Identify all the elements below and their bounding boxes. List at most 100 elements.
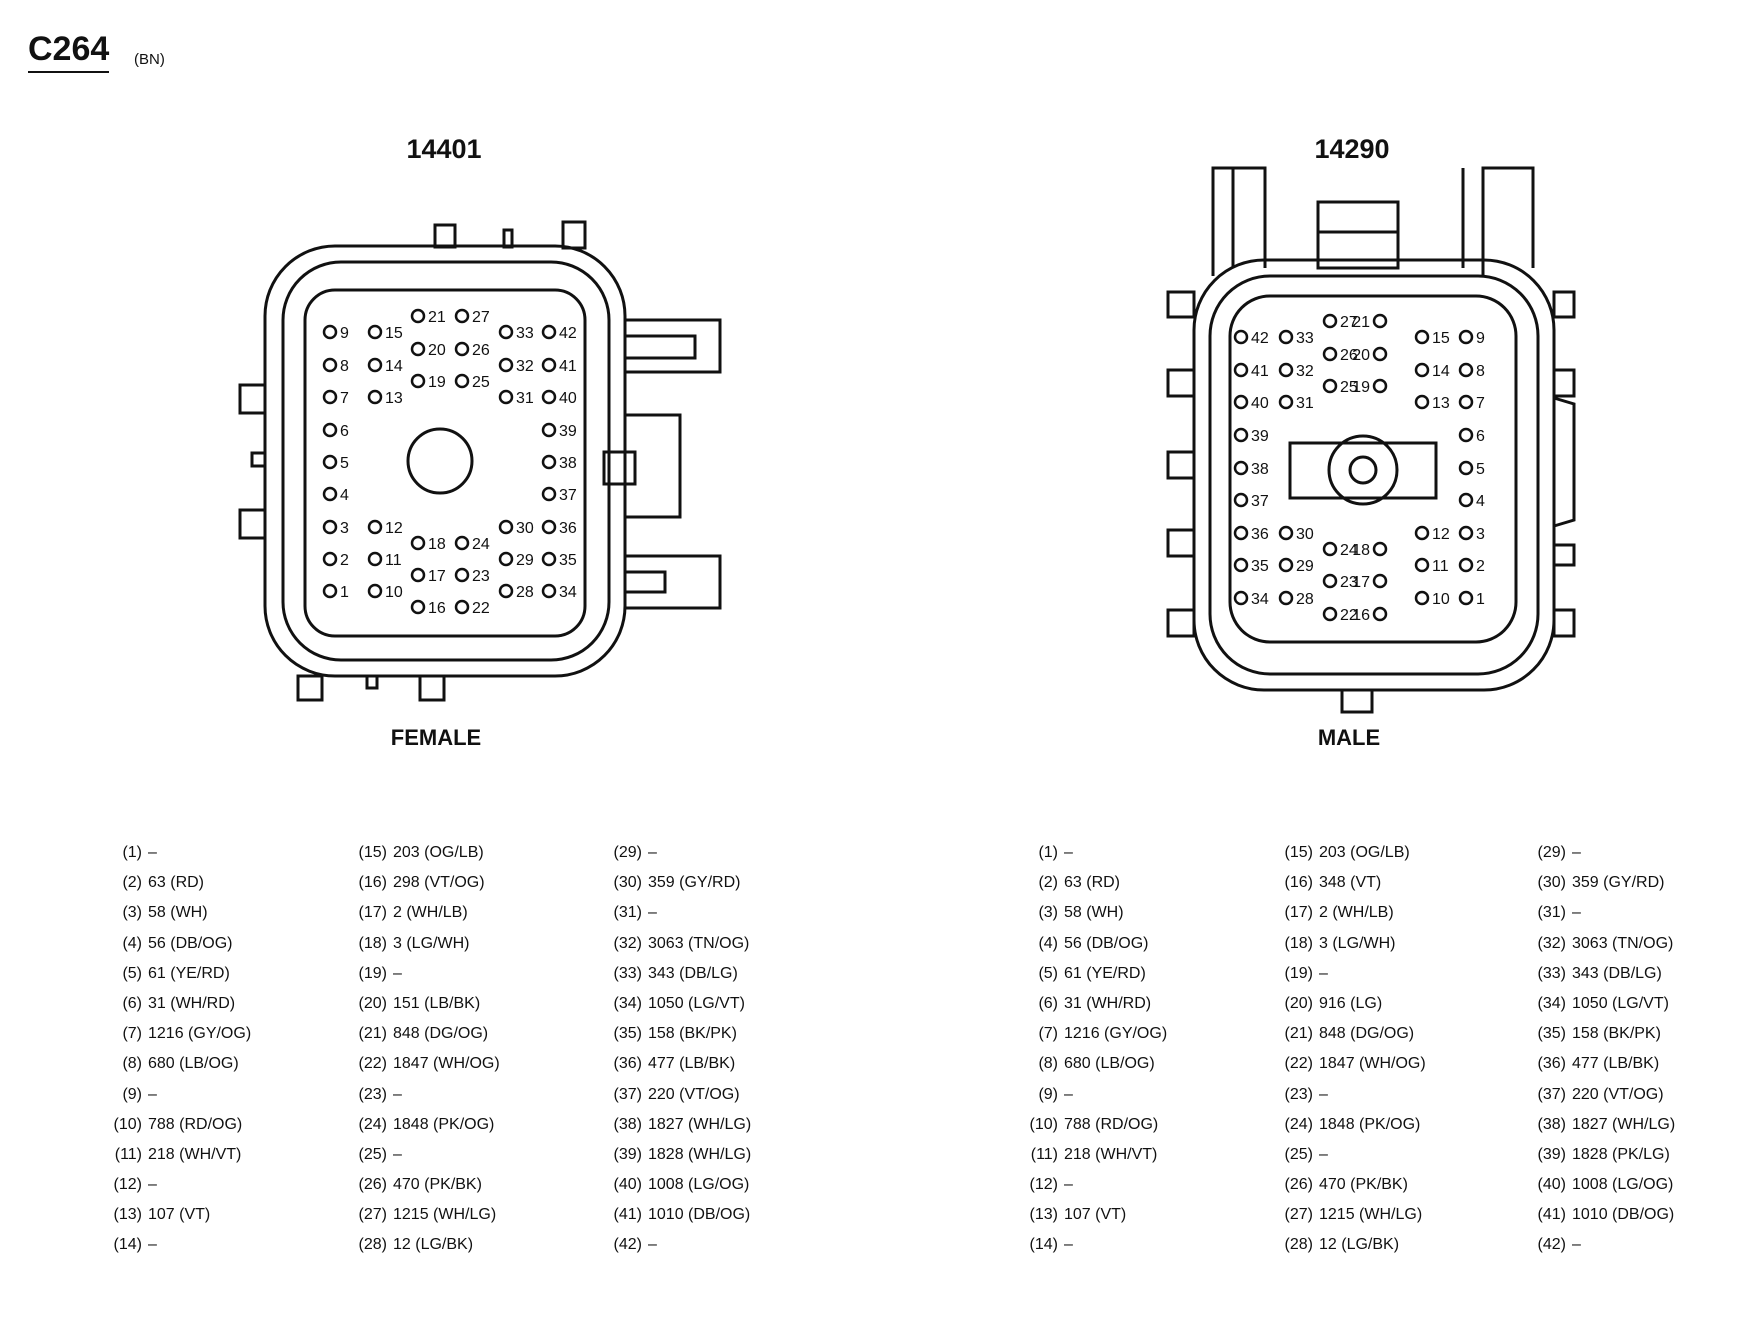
female-pin-10 [367, 583, 383, 599]
male-pin-21 [1372, 313, 1388, 329]
male-pin-9 [1458, 329, 1474, 345]
male-pin-label-4: 4 [1476, 493, 1485, 510]
pin-number: (42) [613, 1236, 642, 1254]
pin-number: (23) [1284, 1085, 1313, 1103]
male-pin-label-7: 7 [1476, 395, 1485, 412]
circuit-value: 1215 (WH/LG) [393, 1206, 497, 1224]
female-pin-37 [541, 486, 557, 502]
pin-number: (39) [613, 1145, 642, 1163]
female-pin-label-37: 37 [559, 487, 577, 504]
male-pin-label-21: 21 [1352, 314, 1370, 331]
pin-number: (39) [1537, 1145, 1566, 1163]
pin-number: (32) [613, 934, 642, 952]
pin-number: (34) [1537, 994, 1566, 1012]
pin-number: (12) [1029, 1176, 1058, 1194]
circuit-value: 343 (DB/LG) [648, 964, 738, 982]
circuit-value: – [393, 1085, 402, 1103]
female-pin-label-9: 9 [340, 325, 349, 342]
female-pin-label-39: 39 [559, 423, 577, 440]
circuit-value: 158 (BK/PK) [648, 1025, 737, 1043]
circuit-value: – [1064, 1085, 1073, 1103]
circuit-value: 348 (VT) [1319, 874, 1382, 892]
female-pin-label-33: 33 [516, 325, 534, 342]
male-pin-35 [1233, 557, 1249, 573]
male-pin-25 [1322, 378, 1338, 394]
female-pin-label-27: 27 [472, 309, 490, 326]
female-pin-17 [410, 567, 426, 583]
male-connector-housing [1166, 166, 1576, 714]
pin-number: (11) [1030, 1145, 1058, 1163]
male-pin-label-5: 5 [1476, 461, 1485, 478]
pin-number: (9) [1038, 1085, 1058, 1103]
female-pin-label-40: 40 [559, 390, 577, 407]
pin-number: (28) [1284, 1236, 1313, 1254]
female-pin-25 [454, 373, 470, 389]
male-pin-17 [1372, 573, 1388, 589]
female-pin-label-21: 21 [428, 309, 446, 326]
male-pin-29 [1278, 557, 1294, 573]
female-pin-label-5: 5 [340, 455, 349, 472]
female-pin-39 [541, 422, 557, 438]
pin-number: (13) [1029, 1206, 1058, 1224]
circuit-value: 848 (DG/OG) [393, 1025, 489, 1043]
pin-number: (2) [1038, 874, 1058, 892]
female-pin-2 [322, 551, 338, 567]
female-pin-22 [454, 599, 470, 615]
circuit-value: – [393, 1145, 402, 1163]
pin-number: (35) [613, 1025, 642, 1043]
connector-diagram: 1234567891011121314151617181920212223242… [238, 166, 1576, 714]
male-pin-label-33: 33 [1296, 330, 1314, 347]
male-pin-label-11: 11 [1432, 558, 1449, 575]
circuit-value: 680 (LB/OG) [148, 1055, 239, 1073]
pin-number: (4) [122, 934, 142, 952]
male-pin-label-34: 34 [1251, 591, 1269, 608]
circuit-value: – [393, 964, 402, 982]
pin-number: (26) [1284, 1176, 1313, 1194]
female-pin-1 [322, 583, 338, 599]
female-pin-label-30: 30 [516, 520, 534, 537]
female-pin-36 [541, 519, 557, 535]
male-pin-label-23: 23 [1340, 574, 1358, 591]
male-pin-label-38: 38 [1251, 461, 1269, 478]
circuit-value: – [648, 1236, 657, 1254]
male-pin-label-22: 22 [1340, 607, 1358, 624]
pin-number: (10) [113, 1115, 142, 1133]
pin-number: (23) [358, 1085, 387, 1103]
male-pin-2 [1458, 557, 1474, 573]
male-pin-label-17: 17 [1352, 574, 1370, 591]
male-pin-label-24: 24 [1340, 542, 1358, 559]
circuit-value: 1847 (WH/OG) [1319, 1055, 1426, 1073]
circuit-value: 1216 (GY/OG) [148, 1025, 252, 1043]
male-pin-6 [1458, 427, 1474, 443]
circuit-value: – [1572, 1236, 1581, 1254]
connector-title: C264 [28, 30, 110, 73]
pin-number: (37) [1537, 1085, 1566, 1103]
pin-number: (30) [1537, 874, 1566, 892]
male-label: MALE [1317, 725, 1381, 750]
circuit-value: 916 (LG) [1319, 994, 1383, 1012]
female-pin-24 [454, 535, 470, 551]
circuit-value: 220 (VT/OG) [648, 1085, 740, 1103]
circuit-value: 470 (PK/BK) [393, 1176, 482, 1194]
female-pin-field: 1234567891011121314151617181920212223242… [322, 308, 577, 617]
female-pin-14 [367, 357, 383, 373]
male-pin-label-37: 37 [1251, 493, 1269, 510]
circuit-value: 56 (DB/OG) [1064, 934, 1149, 952]
pin-number: (7) [1038, 1025, 1058, 1043]
male-pin-label-2: 2 [1476, 558, 1485, 575]
pin-number: (42) [1537, 1236, 1566, 1254]
female-connector-housing [238, 220, 722, 702]
male-pin-5 [1458, 460, 1474, 476]
female-pin-label-38: 38 [559, 455, 577, 472]
male-pin-40 [1233, 394, 1249, 410]
pin-number: (15) [1284, 844, 1313, 861]
male-pin-1 [1458, 590, 1474, 606]
female-pin-42 [541, 324, 557, 340]
circuit-value: 680 (LB/OG) [1064, 1055, 1155, 1073]
female-pin-label-24: 24 [472, 536, 490, 553]
female-pin-label-41: 41 [559, 358, 577, 375]
female-pin-29 [498, 551, 514, 567]
circuit-value: 61 (YE/RD) [1064, 964, 1146, 982]
female-pin-9 [322, 324, 338, 340]
pin-number: (21) [358, 1025, 387, 1043]
